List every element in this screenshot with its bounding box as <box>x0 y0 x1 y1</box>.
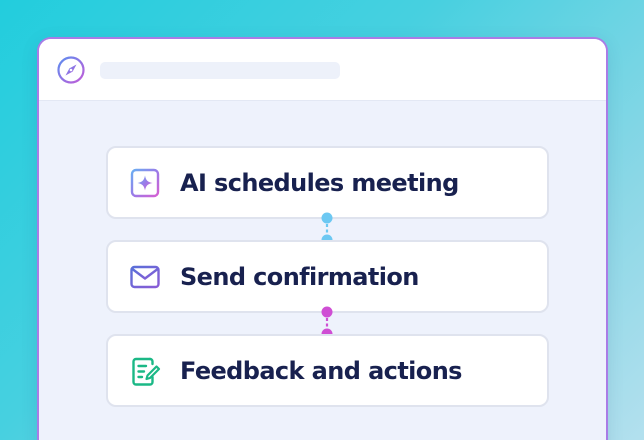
step-card-send-confirmation[interactable]: Send confirmation <box>106 240 549 313</box>
browser-toolbar <box>39 39 606 101</box>
compass-icon[interactable] <box>56 55 86 85</box>
sparkle-icon <box>130 168 160 198</box>
edit-document-icon <box>132 357 161 386</box>
step-card-ai-schedules-meeting[interactable]: AI schedules meeting <box>106 146 549 219</box>
step-card-feedback-and-actions[interactable]: Feedback and actions <box>106 334 549 407</box>
address-bar[interactable] <box>100 62 340 79</box>
mail-icon <box>130 265 160 289</box>
step-label: Feedback and actions <box>180 356 462 385</box>
step-label: AI schedules meeting <box>180 168 459 197</box>
browser-window: AI schedules meeting Send confirmation <box>39 39 606 440</box>
step-label: Send confirmation <box>180 262 419 291</box>
